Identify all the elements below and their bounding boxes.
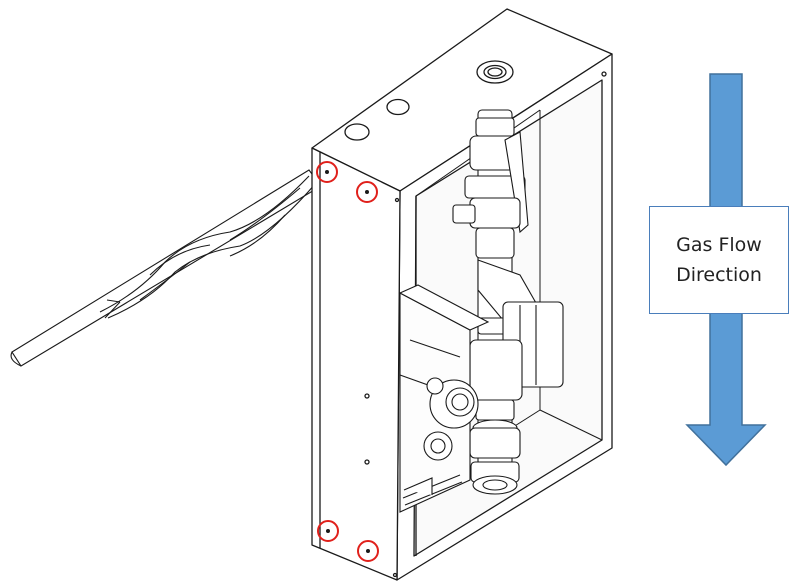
circle-marker-icon: [357, 540, 379, 562]
gas-flow-direction-label: Gas Flow Direction: [649, 206, 789, 314]
control-box: [398, 284, 490, 513]
enclosure: [311, 8, 613, 581]
highlighted-screws: [316, 161, 379, 562]
circle-marker-icon: [316, 161, 338, 183]
flow-label-line2: Direction: [676, 264, 762, 286]
drill-bit-icon: [10, 169, 322, 367]
flow-label-line1: Gas Flow: [676, 233, 762, 256]
enclosure-front-face: [311, 147, 401, 581]
circle-marker-icon: [317, 520, 339, 542]
valve-assembly: [452, 109, 564, 495]
circle-marker-icon: [356, 181, 378, 203]
